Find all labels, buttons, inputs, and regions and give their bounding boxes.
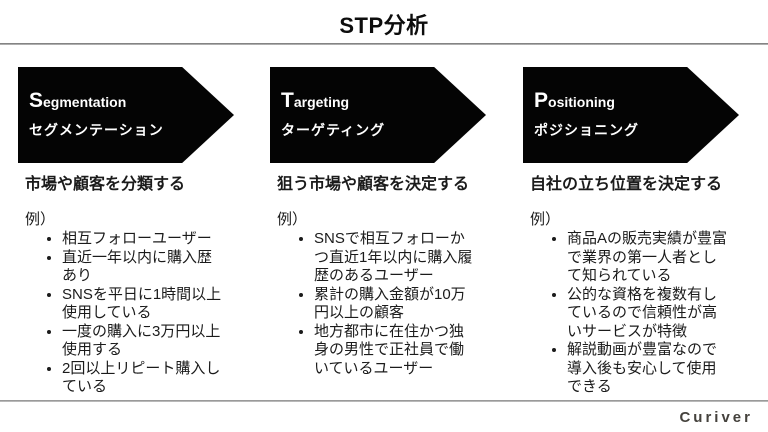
bullet-item: 2回以上リピート購入している bbox=[62, 360, 222, 397]
bullet-item: 解説動画が豊富なので導入後も安心して使用できる bbox=[567, 341, 727, 397]
bullet-item: 直近一年以内に購入歴あり bbox=[62, 249, 222, 286]
positioning-arrow-banner: Positioning ポジショニング bbox=[523, 67, 739, 163]
targeting-arrow-banner: Targeting ターゲティング bbox=[270, 67, 486, 163]
positioning-example-label: 例） bbox=[530, 211, 561, 228]
segmentation-initial: S bbox=[29, 89, 44, 112]
targeting-rest: argeting bbox=[293, 94, 350, 110]
bullet-item: 公的な資格を複数有しているので信頼性が高いサービスが特徴 bbox=[567, 286, 727, 342]
bullet-item: 一度の購入に3万円以上使用する bbox=[62, 323, 222, 360]
targeting-column: Targeting ターゲティング 狙う市場や顧客を決定する 例） SNSで相互… bbox=[270, 67, 486, 378]
bullet-item: 商品Aの販売実績が豊富で業界の第一人者として知られている bbox=[567, 230, 727, 286]
segmentation-example-label: 例） bbox=[25, 211, 56, 228]
segmentation-label-en: Segmentation bbox=[29, 89, 234, 115]
targeting-label-jp: ターゲティング bbox=[281, 122, 386, 138]
bullet-item: SNSで相互フォローかつ直近1年以内に購入履歴のあるユーザー bbox=[314, 230, 474, 286]
segmentation-arrow-banner: Segmentation セグメンテーション bbox=[18, 67, 234, 163]
segmentation-label-jp: セグメンテーション bbox=[29, 122, 164, 138]
targeting-label-en: Targeting bbox=[281, 89, 486, 115]
segmentation-column: Segmentation セグメンテーション 市場や顧客を分類する 例） 相互フ… bbox=[18, 67, 234, 397]
curiver-logo: Curiver bbox=[679, 409, 753, 426]
positioning-label-jp: ポジショニング bbox=[534, 122, 639, 138]
title-divider bbox=[0, 43, 768, 45]
targeting-bullet-list: SNSで相互フォローかつ直近1年以内に購入履歴のあるユーザー累計の購入金額が10… bbox=[270, 230, 474, 378]
positioning-label-en: Positioning bbox=[534, 89, 739, 115]
targeting-example-label: 例） bbox=[277, 211, 308, 228]
segmentation-subtitle: 市場や顧客を分類する bbox=[25, 176, 186, 193]
positioning-subtitle: 自社の立ち位置を決定する bbox=[530, 176, 723, 193]
positioning-bullet-list: 商品Aの販売実績が豊富で業界の第一人者として知られている公的な資格を複数有してい… bbox=[523, 230, 727, 397]
positioning-rest: ositioning bbox=[548, 94, 615, 110]
bullet-item: 地方都市に在住かつ独身の男性で正社員で働いているユーザー bbox=[314, 323, 474, 379]
positioning-column: Positioning ポジショニング 自社の立ち位置を決定する 例） 商品Aの… bbox=[523, 67, 739, 397]
targeting-initial: T bbox=[281, 89, 294, 112]
positioning-initial: P bbox=[534, 89, 549, 112]
targeting-subtitle: 狙う市場や顧客を決定する bbox=[277, 176, 470, 193]
bullet-item: 相互フォローユーザー bbox=[62, 230, 222, 249]
bullet-item: 累計の購入金額が10万円以上の顧客 bbox=[314, 286, 474, 323]
bullet-item: SNSを平日に1時間以上使用している bbox=[62, 286, 222, 323]
page-title: STP分析 bbox=[339, 13, 429, 38]
footer-divider bbox=[0, 400, 768, 402]
segmentation-rest: egmentation bbox=[43, 94, 127, 110]
segmentation-bullet-list: 相互フォローユーザー直近一年以内に購入歴ありSNSを平日に1時間以上使用している… bbox=[18, 230, 222, 397]
